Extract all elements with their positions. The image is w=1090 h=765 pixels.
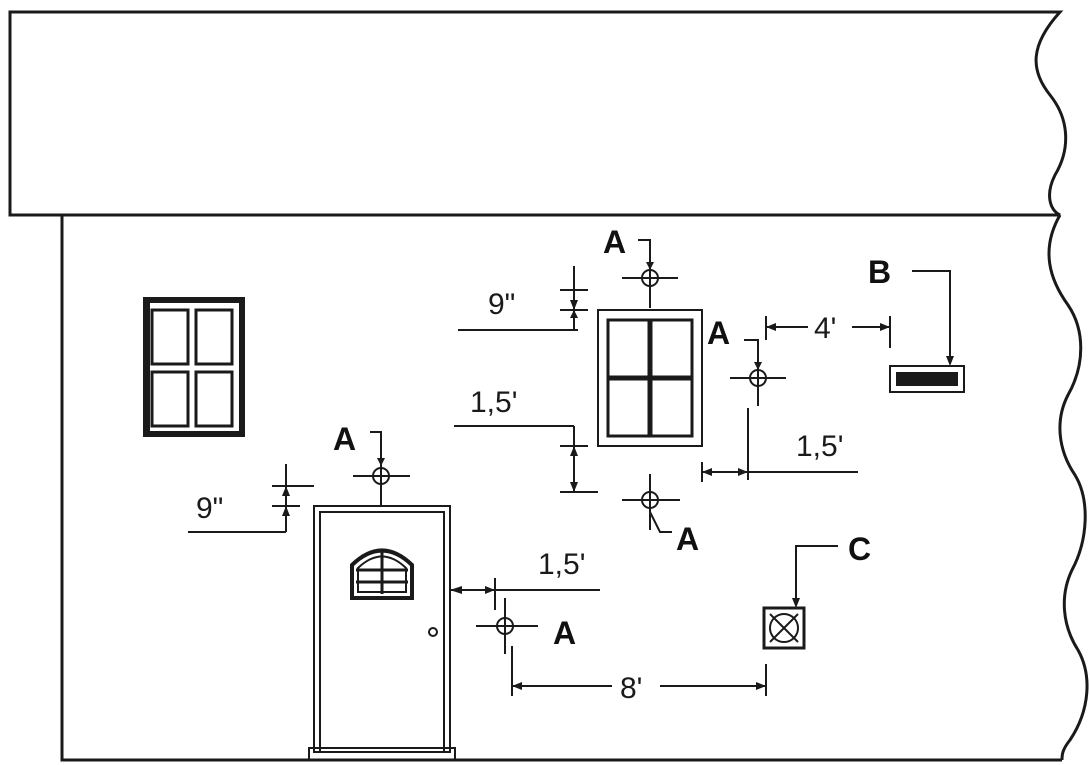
dim-window-to-b: 4' — [765, 312, 891, 348]
dim-window-bottom: 1,5' — [454, 386, 598, 493]
label-a-window-top: A — [603, 224, 626, 260]
dim-window-top: 9" — [458, 266, 588, 331]
outlet-a-window-bottom: A — [622, 474, 699, 557]
outlet-a-window-right: A — [707, 315, 786, 406]
label-b: B — [868, 254, 891, 290]
label-c: C — [848, 531, 871, 567]
door — [308, 505, 456, 761]
label-a-door-side: A — [553, 615, 576, 651]
door-window — [350, 548, 414, 600]
label-a-window-bottom: A — [676, 521, 699, 557]
left-window — [143, 297, 245, 437]
roof-band — [8, 10, 1068, 217]
fixture-b: B — [868, 254, 965, 393]
dim-label-door-top: 9" — [196, 492, 223, 525]
label-a-window-right: A — [707, 315, 730, 351]
dim-door-to-c: 8' — [511, 646, 767, 705]
dim-label-door-to-c: 8' — [620, 672, 642, 705]
dim-label-window-to-b: 4' — [814, 312, 836, 345]
fixture-c: C — [762, 531, 871, 650]
dim-door-top: 9" — [188, 464, 314, 533]
center-window — [597, 309, 703, 447]
dim-label-door-side: 1,5' — [538, 548, 585, 581]
wall-outline — [60, 214, 1089, 762]
label-a-door-top: A — [333, 421, 356, 457]
outlet-a-door-side: A — [476, 598, 576, 654]
dim-window-side: 1,5' — [701, 408, 858, 482]
dim-label-window-side: 1,5' — [796, 430, 843, 463]
door-knob — [428, 627, 438, 637]
dim-door-side: 1,5' — [450, 548, 600, 610]
dim-label-window-top: 9" — [488, 288, 515, 321]
outlet-a-window-top: A — [603, 224, 678, 308]
dim-label-window-bottom: 1,5' — [470, 386, 517, 419]
outlet-a-door-top: A — [333, 421, 410, 506]
